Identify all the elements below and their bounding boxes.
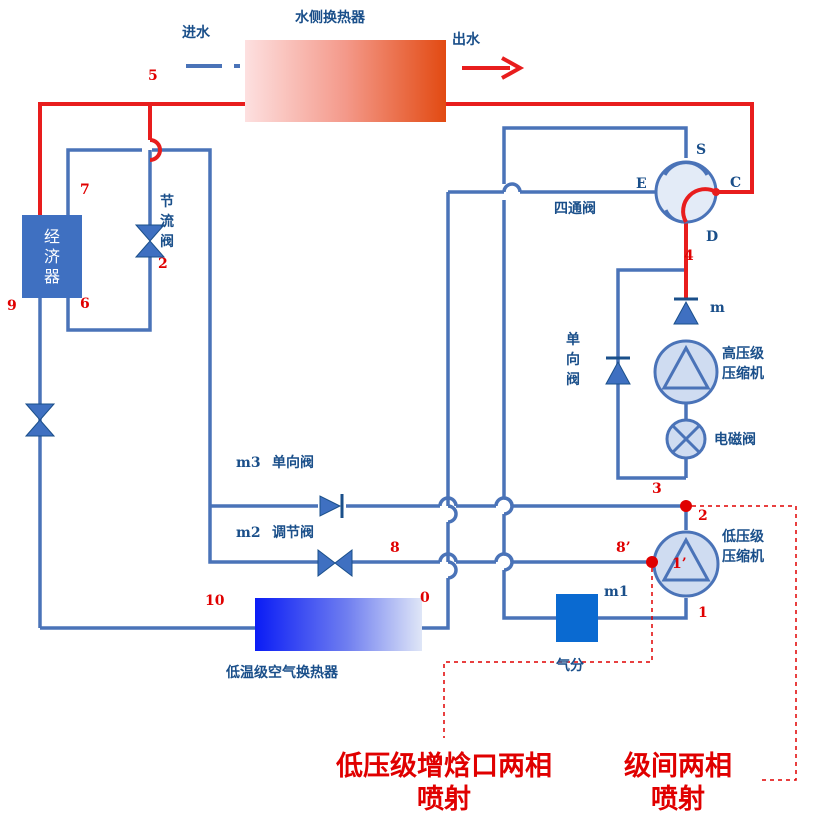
high-stage-label-1: 高压级 xyxy=(722,345,765,362)
node-8-prime: 8’ xyxy=(616,540,631,556)
economizer-label-1: 经 xyxy=(44,227,60,246)
low-stage-compressor-icon xyxy=(652,530,720,598)
air-heat-exchanger xyxy=(255,598,422,651)
economizer xyxy=(22,215,82,298)
gas-separator xyxy=(556,594,598,642)
throttle-label-1: 节 xyxy=(160,193,174,210)
four-way-valve-label: 四通阀 xyxy=(554,200,596,217)
node-7: 7 xyxy=(80,182,90,198)
node-1: 1 xyxy=(698,605,708,621)
high-stage-compressor-icon xyxy=(653,339,719,405)
throttle-label-3: 阀 xyxy=(160,233,174,250)
solenoid-valve-icon xyxy=(665,418,707,460)
throttle-label-2: 流 xyxy=(160,213,174,230)
m3-tag: m3 xyxy=(236,455,261,471)
annotation-lines xyxy=(443,505,797,781)
node-4: 4 xyxy=(684,248,694,264)
low-pressure-injection-label-2: 喷射 xyxy=(417,784,471,815)
node-2b: 2 xyxy=(698,508,708,524)
node-5: 5 xyxy=(148,68,158,84)
check-valve-m3-icon xyxy=(319,494,344,518)
node-10: 10 xyxy=(205,593,225,609)
interstage-injection-dot xyxy=(680,500,692,512)
port-s-label: S xyxy=(696,142,706,158)
high-stage-label-2: 压缩机 xyxy=(722,365,764,382)
node-2a: 2 xyxy=(158,256,168,272)
low-stage-label-1: 低压级 xyxy=(721,528,765,545)
node-1-prime: 1’ xyxy=(672,556,687,572)
interstage-injection-label-1: 级间两相 xyxy=(624,750,732,782)
regulating-valve-icon xyxy=(317,548,353,578)
node-8: 8 xyxy=(390,540,400,556)
air-hx-label: 低温级空气换热器 xyxy=(225,664,339,681)
economizer-label-2: 济 xyxy=(44,247,60,266)
water-outlet-label: 出水 xyxy=(452,31,481,48)
separator-label: 气分 xyxy=(555,657,584,674)
m3-check-valve-label: 单向阀 xyxy=(272,454,314,471)
interstage-injection-label-2: 喷射 xyxy=(651,784,705,815)
check-valve-upper-label-2: 向 xyxy=(566,351,580,368)
check-valve-upper-label-3: 阀 xyxy=(566,371,580,388)
throttle-valve-icon xyxy=(134,224,166,258)
node-0: 0 xyxy=(420,590,430,606)
blue-pipes xyxy=(38,126,688,630)
node-3: 3 xyxy=(652,481,662,497)
port-e-label: E xyxy=(636,176,647,192)
low-pressure-injection-dot xyxy=(646,556,658,568)
check-valve-upper-label-1: 单 xyxy=(566,331,580,348)
four-way-valve-icon xyxy=(654,160,720,224)
port-d-label: D xyxy=(706,229,718,245)
node-9: 9 xyxy=(7,298,17,314)
red-pipes xyxy=(38,56,754,300)
check-valve-upper-icon xyxy=(605,356,631,385)
m2-regulating-valve-label: 调节阀 xyxy=(272,524,314,541)
m2-tag: m2 xyxy=(236,525,261,541)
m-tag: m xyxy=(710,300,725,316)
m1-tag: m1 xyxy=(604,584,629,600)
check-valve-m-icon xyxy=(673,297,699,325)
water-inlet-label: 进水 xyxy=(182,24,211,41)
port-c-label: C xyxy=(730,175,741,191)
solenoid-label: 电磁阀 xyxy=(714,431,756,448)
low-pressure-injection-label-1: 低压级增焓口两相 xyxy=(335,750,552,782)
economizer-label-3: 器 xyxy=(44,267,60,286)
low-stage-label-2: 压缩机 xyxy=(722,548,764,565)
water-heat-exchanger xyxy=(245,40,446,122)
left-valve-icon xyxy=(24,403,56,437)
water-hx-label: 水侧换热器 xyxy=(295,9,366,26)
node-6: 6 xyxy=(80,296,90,312)
